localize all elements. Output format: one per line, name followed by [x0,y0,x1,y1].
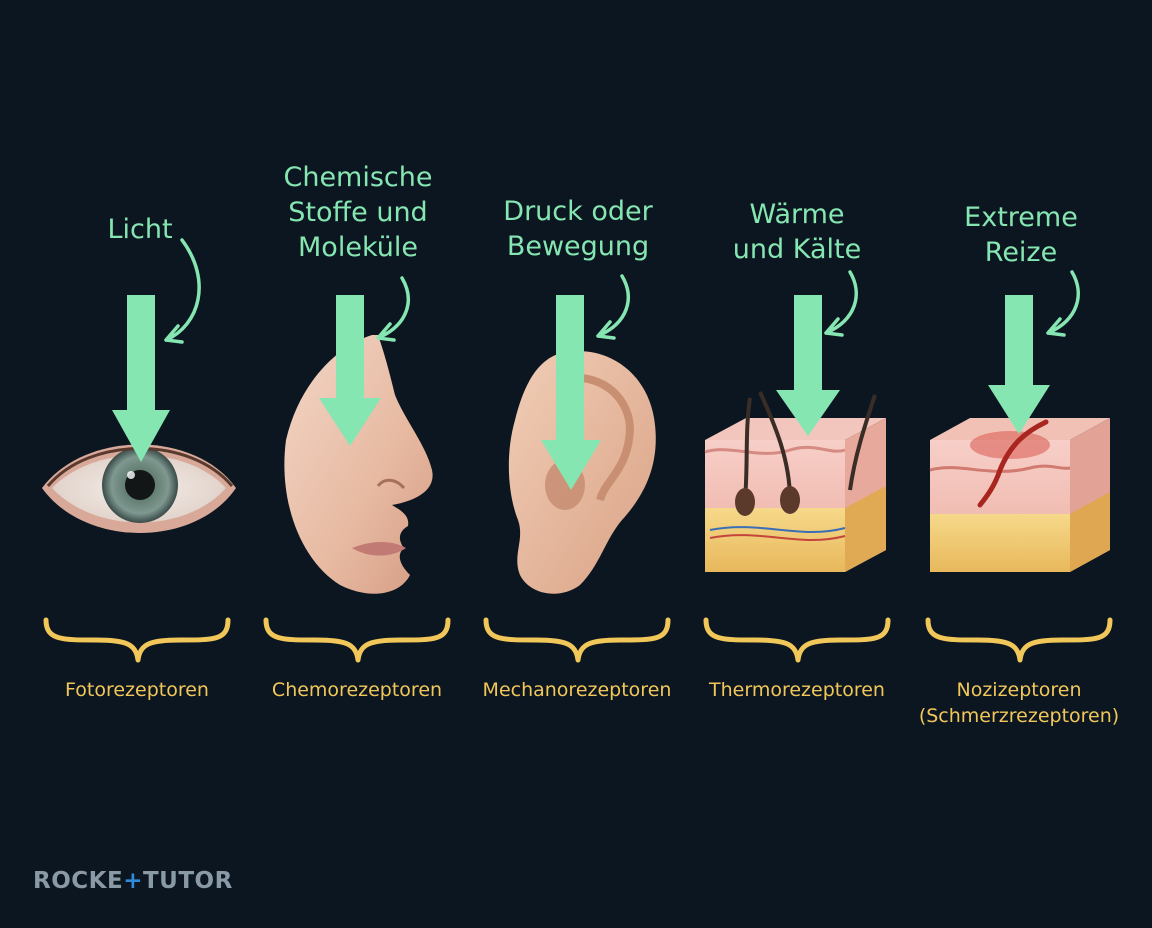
stimulus-text-1: Licht [107,214,173,245]
skin-icon [704,391,886,572]
receptor-label-4: Thermorezeptoren [709,679,885,701]
stimulus-text-4: Wärme und Kälte [732,199,862,265]
curved-arrow-5 [1046,270,1080,337]
receptor-label-5: Nozizeptoren (Schmerzrezeptoren) [918,679,1120,727]
stimulus-text-5: Extreme Reize [964,202,1078,268]
brace-4 [703,617,891,663]
arrow-reize [988,295,1050,434]
brace-5 [925,617,1113,663]
curly-braces [43,617,1113,663]
curved-pointer-arrows [164,238,1080,344]
curved-arrow-3 [596,274,630,340]
brace-2 [263,617,451,663]
stimulus-arrows [112,295,1050,490]
brand-logo: ROCKE+TUTOR [33,868,233,894]
stimulus-text-3: Druck oder Bewegung [503,196,653,262]
stimulus-text-2: Chemische Stoffe und Moleküle [283,162,433,263]
curved-arrow-4 [824,270,858,337]
receptor-label-1: Fotorezeptoren [65,679,209,701]
eye-icon [42,444,236,533]
receptor-label-2: Chemorezeptoren [271,679,443,701]
arrow-druck [541,295,601,490]
wounded-skin-icon [929,418,1110,572]
curved-arrow-2 [376,276,410,342]
curved-arrow-1 [164,238,201,344]
arrow-waerme [776,295,840,436]
arrow-licht [112,295,170,462]
brace-3 [483,617,671,663]
arrow-chemisch [319,295,381,446]
brace-1 [43,617,231,663]
receptor-label-3: Mechanorezeptoren [482,679,672,701]
